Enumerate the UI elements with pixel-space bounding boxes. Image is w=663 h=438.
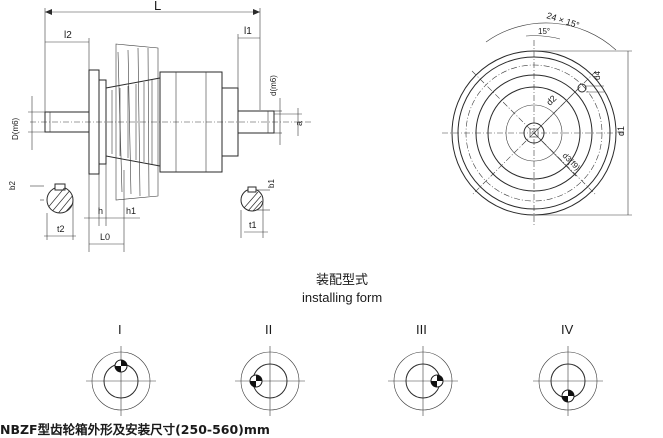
dim-angle-count: 24 × 15°: [545, 10, 581, 30]
dim-L: L: [154, 0, 161, 13]
form-II-diagram: [235, 346, 305, 416]
caption-english: installing form: [302, 290, 383, 305]
dim-l1: l1: [244, 26, 252, 37]
dim-b1: b1: [267, 179, 276, 188]
gearbox-side-view: [28, 8, 312, 252]
dim-d-m6: d(m6): [269, 75, 278, 96]
dim-L0: L0: [100, 232, 110, 242]
dim-b2: b2: [8, 181, 17, 190]
input-shaft-section: [30, 183, 76, 240]
form-III-diagram: [388, 346, 458, 416]
dim-h1: h1: [126, 206, 136, 216]
form-label-IV: IV: [561, 322, 574, 337]
form-IV-diagram: [533, 346, 603, 416]
form-label-III: III: [416, 322, 427, 337]
dim-d1: d1: [616, 126, 626, 136]
dim-D-m6: D(m6): [11, 117, 20, 140]
gearbox-front-view: [442, 22, 632, 226]
figure-title: NBZF型齿轮箱外形及安装尺寸(250-560)mm: [0, 422, 270, 437]
caption-chinese: 装配型式: [316, 273, 369, 288]
form-I-diagram: [86, 346, 156, 416]
dim-a: a: [294, 121, 304, 126]
output-shaft-section: [240, 186, 270, 238]
dim-d4: d4: [593, 71, 602, 80]
form-label-II: II: [265, 322, 272, 337]
dim-d2: d2: [544, 93, 558, 107]
form-label-I: I: [118, 322, 122, 337]
dim-t1: t1: [249, 220, 257, 230]
dim-h: h: [98, 206, 103, 216]
dim-angle: 15°: [538, 27, 550, 36]
dim-l2: l2: [64, 30, 72, 41]
dim-t2: t2: [57, 224, 65, 234]
